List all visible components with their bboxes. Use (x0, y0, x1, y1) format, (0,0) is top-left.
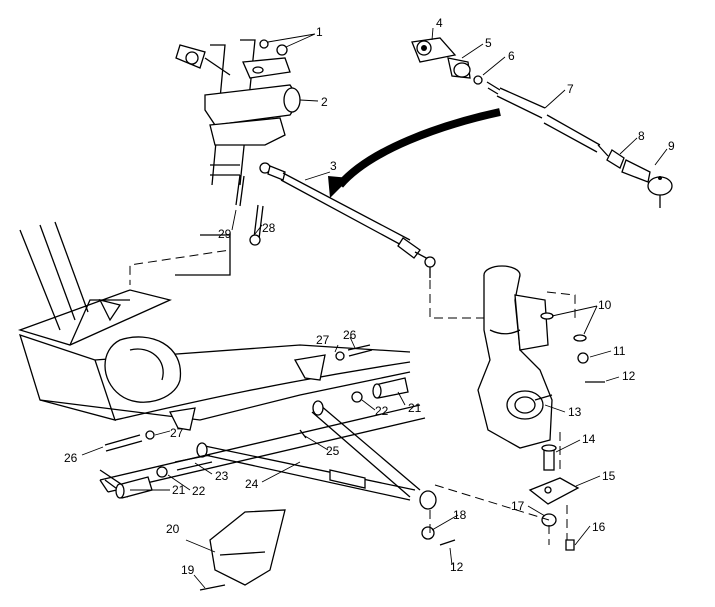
bolts-28-29 (235, 174, 264, 246)
part-label-21-right: 21 (408, 401, 422, 415)
hardware-10-11-12 (540, 312, 605, 383)
part-label-8: 8 (638, 129, 645, 143)
part-label-29: 29 (218, 227, 232, 241)
ball-joint-assembly (528, 444, 580, 551)
part-label-22-right: 22 (375, 404, 389, 418)
spindle-knuckle (477, 265, 553, 449)
direction-arrow (328, 108, 501, 198)
leader-lines (81, 27, 668, 589)
part-label-23: 23 (215, 469, 229, 483)
part-label-9: 9 (668, 139, 675, 153)
crossmember (99, 404, 426, 493)
part-label-16: 16 (592, 520, 606, 534)
part-label-1: 1 (316, 25, 323, 39)
adjustable-tie-rod (411, 37, 673, 208)
part-label-18: 18 (453, 508, 467, 522)
hardware-18-12 (421, 526, 456, 546)
part-label-22-left: 22 (192, 484, 206, 498)
part-label-20: 20 (166, 522, 180, 536)
part-label-12-lower: 12 (450, 560, 464, 574)
skid-guard-20 (199, 509, 286, 591)
part-labels: 1 2 3 4 5 6 7 8 9 10 11 12 13 14 15 16 1… (64, 16, 675, 577)
part-label-5: 5 (485, 36, 492, 50)
part-label-3: 3 (330, 159, 337, 173)
pivot-bushings (115, 377, 409, 499)
part-label-21-left: 21 (172, 483, 186, 497)
part-label-12-upper: 12 (622, 369, 636, 383)
part-label-19: 19 (181, 563, 195, 577)
assembly-lines (129, 240, 576, 545)
tie-rod-3 (259, 162, 436, 278)
steering-post (204, 39, 301, 186)
part-label-4: 4 (436, 16, 443, 30)
part-label-15: 15 (602, 469, 616, 483)
part-label-2: 2 (321, 95, 328, 109)
bolts-26-27 (104, 344, 373, 452)
part-label-14: 14 (582, 432, 596, 446)
part-label-6: 6 (508, 49, 515, 63)
part-label-26-right: 26 (343, 328, 357, 342)
part-label-25: 25 (326, 444, 340, 458)
part-label-17: 17 (511, 499, 525, 513)
part-label-7: 7 (567, 82, 574, 96)
frame-structure (17, 221, 411, 421)
part-label-13: 13 (568, 405, 582, 419)
part-label-10: 10 (598, 298, 612, 312)
part-label-28: 28 (262, 221, 276, 235)
part-label-27-right: 27 (316, 333, 330, 347)
part-label-11: 11 (613, 344, 626, 358)
part-label-27-left: 27 (170, 426, 184, 440)
part-label-24: 24 (245, 477, 259, 491)
part-label-26-left: 26 (64, 451, 78, 465)
upper-rod-end (175, 39, 288, 76)
